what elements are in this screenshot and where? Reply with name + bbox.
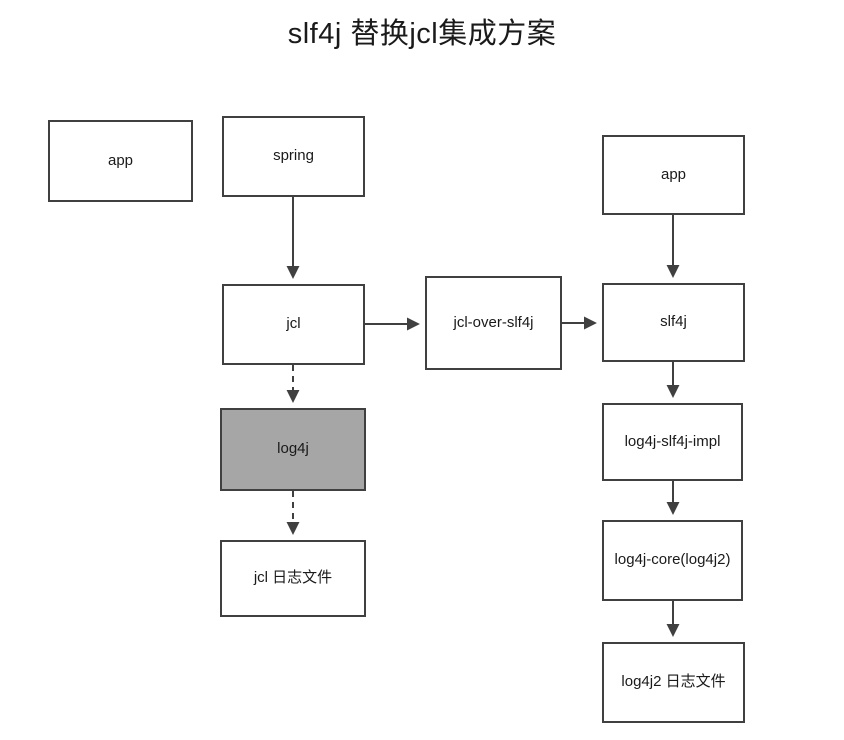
node-log4j-label: log4j xyxy=(277,440,309,458)
node-spring: spring xyxy=(222,116,365,197)
node-jcl-over-slf4j-label: jcl-over-slf4j xyxy=(453,313,534,331)
node-jcl-over-slf4j: jcl-over-slf4j xyxy=(425,276,562,370)
node-jcl-label: jcl xyxy=(286,315,301,333)
node-log4j-core: log4j-core(log4j2) xyxy=(602,520,743,601)
node-jcl-log-file: jcl 日志文件 xyxy=(220,540,366,617)
node-log4j2-log-file: log4j2 日志文件 xyxy=(602,642,745,723)
node-log4j2-log-file-label: log4j2 日志文件 xyxy=(621,673,726,691)
node-spring-label: spring xyxy=(273,147,314,165)
diagram-title: slf4j 替换jcl集成方案 xyxy=(287,18,557,50)
node-log4j-slf4j-impl-label: log4j-slf4j-impl xyxy=(624,432,721,450)
node-app-right-label: app xyxy=(660,165,687,183)
node-app-left: app xyxy=(48,120,193,202)
node-slf4j: slf4j xyxy=(602,283,745,362)
node-jcl-log-file-label: jcl 日志文件 xyxy=(253,569,333,587)
node-app-right: app xyxy=(602,135,745,215)
node-app-left-label: app xyxy=(107,151,134,169)
node-log4j-slf4j-impl: log4j-slf4j-impl xyxy=(602,403,743,481)
node-slf4j-label: slf4j xyxy=(660,313,687,331)
node-jcl: jcl xyxy=(222,284,365,365)
node-log4j-core-label: log4j-core(log4j2) xyxy=(614,551,731,569)
node-log4j: log4j xyxy=(220,408,366,491)
